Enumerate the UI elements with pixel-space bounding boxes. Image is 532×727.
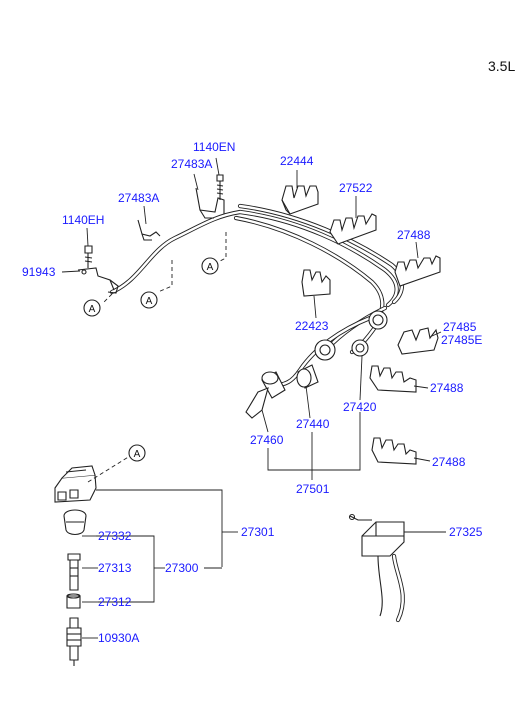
callout-1140EH[interactable]: 1140EH	[62, 213, 104, 227]
callout-27301[interactable]: 27301	[241, 525, 275, 539]
callout-27313[interactable]: 27313	[98, 561, 132, 575]
separator-27522	[329, 213, 377, 245]
svg-text:A: A	[207, 262, 214, 273]
leader-lines	[61, 157, 446, 639]
callout-27488-top[interactable]: 27488	[397, 228, 431, 242]
bolt-1140EN	[216, 174, 224, 200]
callout-1140EN[interactable]: 1140EN	[193, 140, 235, 154]
engine-label: 3.5L	[488, 58, 515, 74]
separator-27488-mid	[369, 365, 417, 393]
callout-27312[interactable]: 27312	[98, 595, 132, 609]
spark-plug-10930A	[66, 617, 82, 666]
separator-22444	[281, 185, 319, 215]
callout-27483A-left[interactable]: 27483A	[118, 191, 159, 205]
reference-mark-1: A	[83, 299, 101, 317]
callout-27325[interactable]: 27325	[449, 525, 483, 539]
separator-27488-top	[394, 255, 441, 287]
sensor-27325	[348, 513, 405, 623]
callout-22423[interactable]: 22423	[295, 319, 329, 333]
coil-spring-27313	[67, 553, 81, 591]
plug-boot-27440	[296, 364, 319, 389]
callout-27300[interactable]: 27300	[165, 561, 199, 575]
reference-mark-3: A	[201, 257, 219, 275]
coil-seal-27312	[66, 593, 81, 609]
callout-27460[interactable]: 27460	[250, 433, 284, 447]
harness-terminals	[314, 310, 388, 361]
callout-10930A[interactable]: 10930A	[98, 631, 139, 645]
plug-boot-27460	[245, 371, 286, 419]
reference-mark-2: A	[140, 291, 158, 309]
separator-27485	[397, 327, 439, 355]
svg-text:A: A	[134, 449, 141, 460]
bracket-91943	[77, 267, 119, 294]
callout-91943[interactable]: 91943	[22, 265, 56, 279]
svg-text:A: A	[146, 296, 153, 307]
callout-27440[interactable]: 27440	[296, 417, 330, 431]
callout-27483A-upper[interactable]: 27483A	[171, 157, 212, 171]
ignition-wire-harness	[109, 203, 405, 388]
reference-mark-4: A	[128, 444, 146, 462]
callout-27420[interactable]: 27420	[343, 400, 377, 414]
separator-22423	[301, 269, 331, 297]
coil-boot-27332	[63, 509, 87, 536]
separator-27488-low	[371, 437, 417, 465]
bolt-1140EH	[84, 245, 93, 268]
callout-22444[interactable]: 22444	[280, 154, 314, 168]
callout-27488-mid[interactable]: 27488	[430, 381, 464, 395]
callout-27522[interactable]: 27522	[339, 181, 373, 195]
callout-27332[interactable]: 27332	[98, 529, 132, 543]
callout-27485E[interactable]: 27485E	[441, 333, 482, 347]
callout-27501[interactable]: 27501	[296, 482, 330, 496]
svg-text:A: A	[89, 304, 96, 315]
callout-27488-low[interactable]: 27488	[432, 455, 466, 469]
callout-27485[interactable]: 27485	[443, 320, 477, 334]
ignition-coil	[54, 465, 97, 503]
clip-27483A-left	[137, 219, 161, 241]
clip-27483A-upper	[195, 187, 225, 219]
